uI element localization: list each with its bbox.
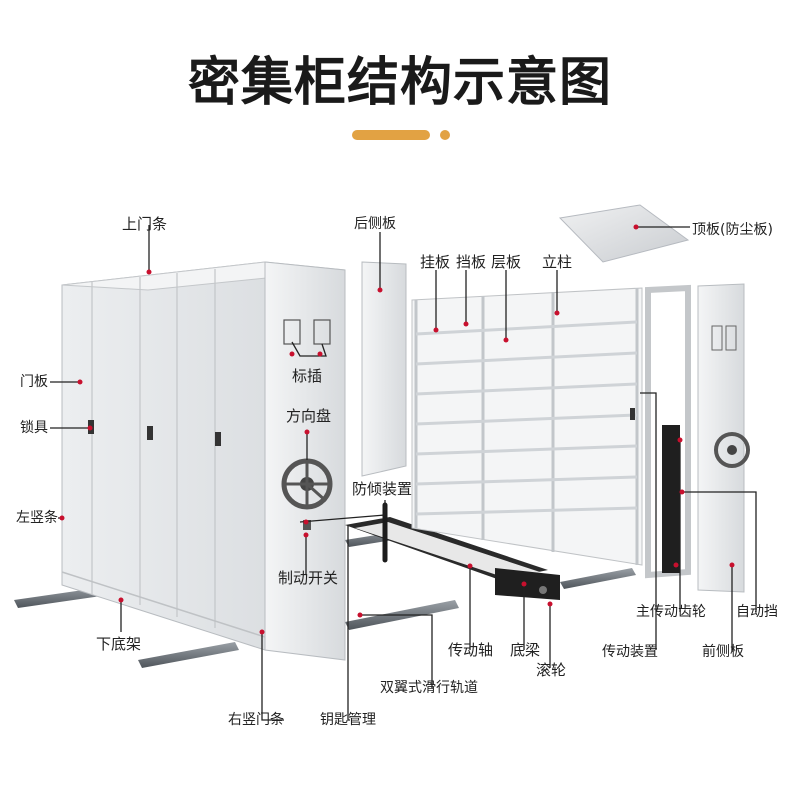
assembled-cabinet: [61, 261, 346, 661]
callout-marker: [677, 437, 683, 443]
shelf-board: [415, 320, 638, 336]
label-drive-device: 传动装置: [602, 644, 658, 660]
title-underline-bar: [352, 130, 430, 140]
title-underline-dot: [440, 130, 450, 140]
label-key-management: 钥匙管理: [320, 712, 376, 728]
shelf-board: [415, 444, 638, 456]
shelf-board: [415, 413, 638, 426]
top-panel: [558, 204, 690, 263]
callout-marker: [467, 563, 473, 569]
base-frame: [345, 502, 560, 600]
callout-marker: [554, 310, 560, 316]
label-steering-wheel: 方向盘: [286, 407, 332, 425]
label-double-wing-rail: 双翼式滑行轨道: [380, 680, 478, 696]
label-rear-side-panel: 后侧板: [354, 216, 396, 232]
label-label-slot: 标插: [292, 367, 323, 385]
label-main-drive-gear: 主传动齿轮: [636, 604, 706, 620]
label-brake-switch: 制动开关: [278, 569, 339, 587]
label-lock: 锁具: [20, 420, 48, 436]
label-drive-shaft: 传动轴: [448, 641, 494, 659]
callout-marker: [289, 351, 295, 357]
callout-marker: [303, 519, 309, 525]
label-hanging-panel: 挂板: [420, 253, 451, 271]
callout-marker: [77, 379, 83, 385]
label-auto-stop: 自动挡: [736, 604, 778, 620]
shelving-unit: [411, 287, 643, 566]
leader-line: [360, 614, 433, 688]
leader-line: [299, 500, 386, 523]
label-right-vertical-strip: 右竖门条: [228, 712, 284, 728]
callout-marker: [377, 287, 383, 293]
callout-marker: [463, 321, 469, 327]
shelf-board: [415, 382, 638, 396]
label-top-panel: 顶板(防尘板): [692, 222, 773, 238]
callout-marker: [679, 489, 685, 495]
callout-marker: [503, 337, 509, 343]
label-column: 立柱: [542, 253, 573, 271]
callout-marker: [118, 597, 124, 603]
diagram-title: 密集柜结构示意图: [187, 53, 612, 113]
callout-marker: [87, 425, 93, 431]
callout-marker: [547, 601, 553, 607]
leader-line: [347, 525, 350, 721]
leader-line: [640, 392, 657, 650]
leader-line: [261, 632, 284, 721]
label-top-door-strip: 上门条: [122, 215, 168, 233]
callout-marker: [146, 269, 152, 275]
label-door-panel: 门板: [20, 374, 48, 390]
callout-marker: [433, 327, 439, 333]
callout-marker: [303, 532, 309, 538]
callout-marker: [317, 351, 323, 357]
label-left-vertical-strip: 左竖条: [16, 510, 58, 526]
shelf-board: [415, 475, 638, 486]
callout-marker: [259, 629, 265, 635]
rear-side-panel: [361, 261, 407, 477]
label-baffle: 挡板: [456, 253, 487, 271]
callout-marker: [521, 581, 527, 587]
label-front-side-panel: 前侧板: [702, 644, 744, 660]
callout-marker: [729, 562, 735, 568]
leader-line: [291, 341, 327, 357]
label-bottom-frame: 下底架: [96, 635, 142, 653]
leader-line: [682, 491, 757, 612]
shelf-board: [415, 351, 638, 366]
label-shelf-layer: 层板: [491, 253, 522, 271]
label-base-beam: 底梁: [510, 641, 541, 659]
callout-marker: [633, 224, 639, 230]
front-side-panel: [697, 283, 750, 593]
callout-marker: [357, 612, 363, 618]
drive-device: [630, 284, 691, 579]
callout-marker: [304, 429, 310, 435]
label-roller: 滚轮: [536, 661, 567, 679]
shelf-board: [415, 506, 638, 516]
callout-marker: [673, 562, 679, 568]
label-anti-tilt-device: 防倾装置: [352, 480, 413, 498]
callout-marker: [59, 515, 65, 521]
